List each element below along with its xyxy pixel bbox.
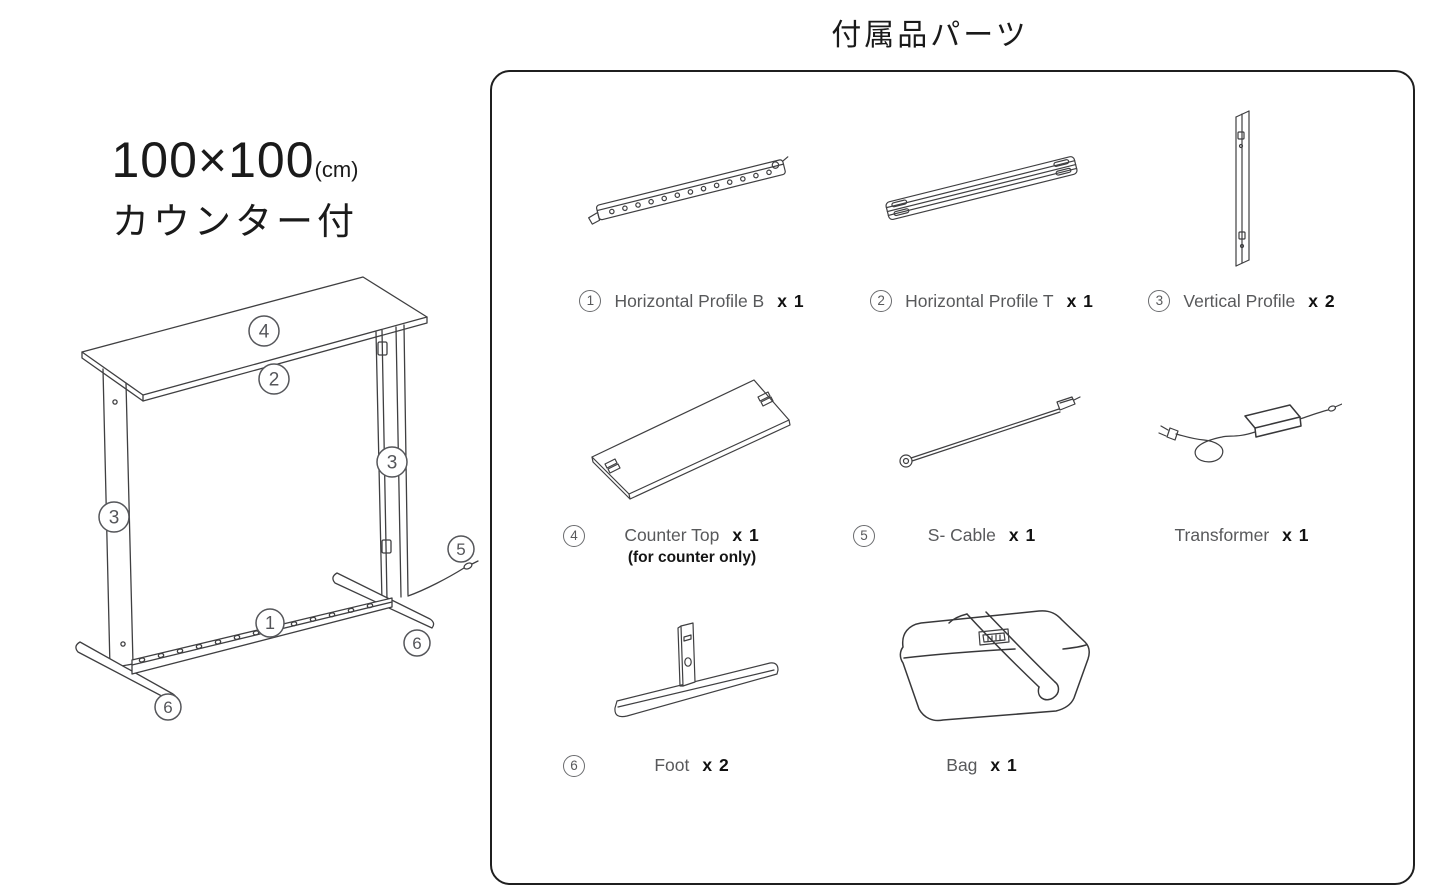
circled-number: 3 xyxy=(1148,290,1171,312)
part-name: Bag xyxy=(946,755,978,775)
part-name: S- Cable xyxy=(927,525,996,545)
part-name: Horizontal Profile T xyxy=(905,290,1054,311)
page-title: 付属品パーツ xyxy=(831,19,1029,52)
callout-6-left: 6 xyxy=(154,693,182,721)
assembly-subtitle: カウンター付 xyxy=(112,201,358,242)
part-qty: x 2 xyxy=(1308,290,1336,311)
svg-text:3: 3 xyxy=(387,453,398,474)
part-label: 1 Horizontal Profile B x 1 xyxy=(547,290,837,312)
vertical-profile-figure xyxy=(1097,102,1387,277)
callout-4: 4 xyxy=(248,315,280,347)
part-qty: x 1 xyxy=(732,525,760,545)
size-label: 100×100 xyxy=(111,132,315,188)
part-name: Horizontal Profile B xyxy=(614,290,765,311)
part-name: Vertical Profile xyxy=(1183,290,1296,311)
assembly-diagram: 4 2 3 3 5 1 6 6 xyxy=(75,276,479,721)
bottom-horizontal-profile-drawing xyxy=(131,597,393,675)
part-label: Transformer x 1 xyxy=(1097,525,1387,546)
svg-text:4: 4 xyxy=(259,322,270,343)
part-cell-s-cable: 5 S- Cable x 1 xyxy=(837,352,1127,547)
circled-number: 6 xyxy=(563,754,585,777)
foot-figure xyxy=(547,592,837,742)
part-cell-horizontal-profile-t: 2 Horizontal Profile T x 1 xyxy=(837,102,1127,312)
part-label: 6 Foot x 2 xyxy=(547,754,837,777)
circled-number: 4 xyxy=(563,524,585,547)
part-name: Counter Top xyxy=(624,525,720,545)
part-qty: x 1 xyxy=(1066,290,1094,311)
callout-1: 1 xyxy=(255,608,285,638)
led-holes xyxy=(138,603,374,663)
part-qty: x 1 xyxy=(990,755,1018,775)
bag-figure xyxy=(837,592,1127,742)
part-cell-transformer: Transformer x 1 xyxy=(1097,352,1387,546)
part-cell-vertical-profile: 3 Vertical Profile x 2 xyxy=(1097,102,1387,312)
parts-panel: 1 Horizontal Profile B x 1 2 Horizontal … xyxy=(490,70,1415,885)
callout-5: 5 xyxy=(447,535,475,563)
part-name: Transformer xyxy=(1174,525,1270,545)
s-cable-drawing xyxy=(407,567,465,597)
part-cell-foot: 6 Foot x 2 xyxy=(547,592,837,777)
part-qty: x 1 xyxy=(777,290,805,311)
part-qty: x 1 xyxy=(1282,525,1310,545)
circled-number: 5 xyxy=(853,524,875,547)
callout-3-left: 3 xyxy=(98,501,130,533)
s-cable-figure xyxy=(837,352,1127,512)
part-qty: x 2 xyxy=(702,755,730,775)
part-cell-counter-top: 4 Counter Top x 1 (for counter only) xyxy=(547,352,837,567)
part-cell-horizontal-profile-b: 1 Horizontal Profile B x 1 xyxy=(547,102,837,312)
assembly-title: 100×100(cm) カウンター付 xyxy=(60,135,410,245)
part-note: (for counter only) xyxy=(627,549,757,566)
svg-text:6: 6 xyxy=(412,634,421,653)
part-cell-bag: Bag x 1 xyxy=(837,592,1127,776)
left-foot-drawing xyxy=(75,641,178,704)
circled-number: 2 xyxy=(870,290,893,312)
svg-text:3: 3 xyxy=(109,508,120,529)
svg-text:2: 2 xyxy=(269,370,280,391)
counter-top-figure xyxy=(547,352,837,512)
callout-6-right: 6 xyxy=(403,629,431,657)
part-qty: x 1 xyxy=(1008,525,1037,545)
svg-text:6: 6 xyxy=(163,698,172,717)
transformer-figure xyxy=(1097,352,1387,512)
size-unit: (cm) xyxy=(314,157,359,182)
horizontal-profile-t-figure xyxy=(837,102,1127,277)
part-label: 3 Vertical Profile x 2 xyxy=(1097,290,1387,312)
horizontal-profile-b-figure xyxy=(547,102,837,277)
part-label: 5 S- Cable x 1 xyxy=(837,524,1127,547)
circled-number: 1 xyxy=(579,290,602,312)
part-label: 4 Counter Top x 1 xyxy=(547,524,837,547)
svg-text:1: 1 xyxy=(265,613,275,633)
part-label: Bag x 1 xyxy=(837,755,1127,776)
callout-3-right: 3 xyxy=(376,446,408,478)
part-name: Foot xyxy=(654,755,690,775)
svg-text:5: 5 xyxy=(456,540,465,559)
size-line: 100×100(cm) xyxy=(60,135,410,185)
callout-2: 2 xyxy=(258,363,290,395)
part-label: 2 Horizontal Profile T x 1 xyxy=(837,290,1127,312)
